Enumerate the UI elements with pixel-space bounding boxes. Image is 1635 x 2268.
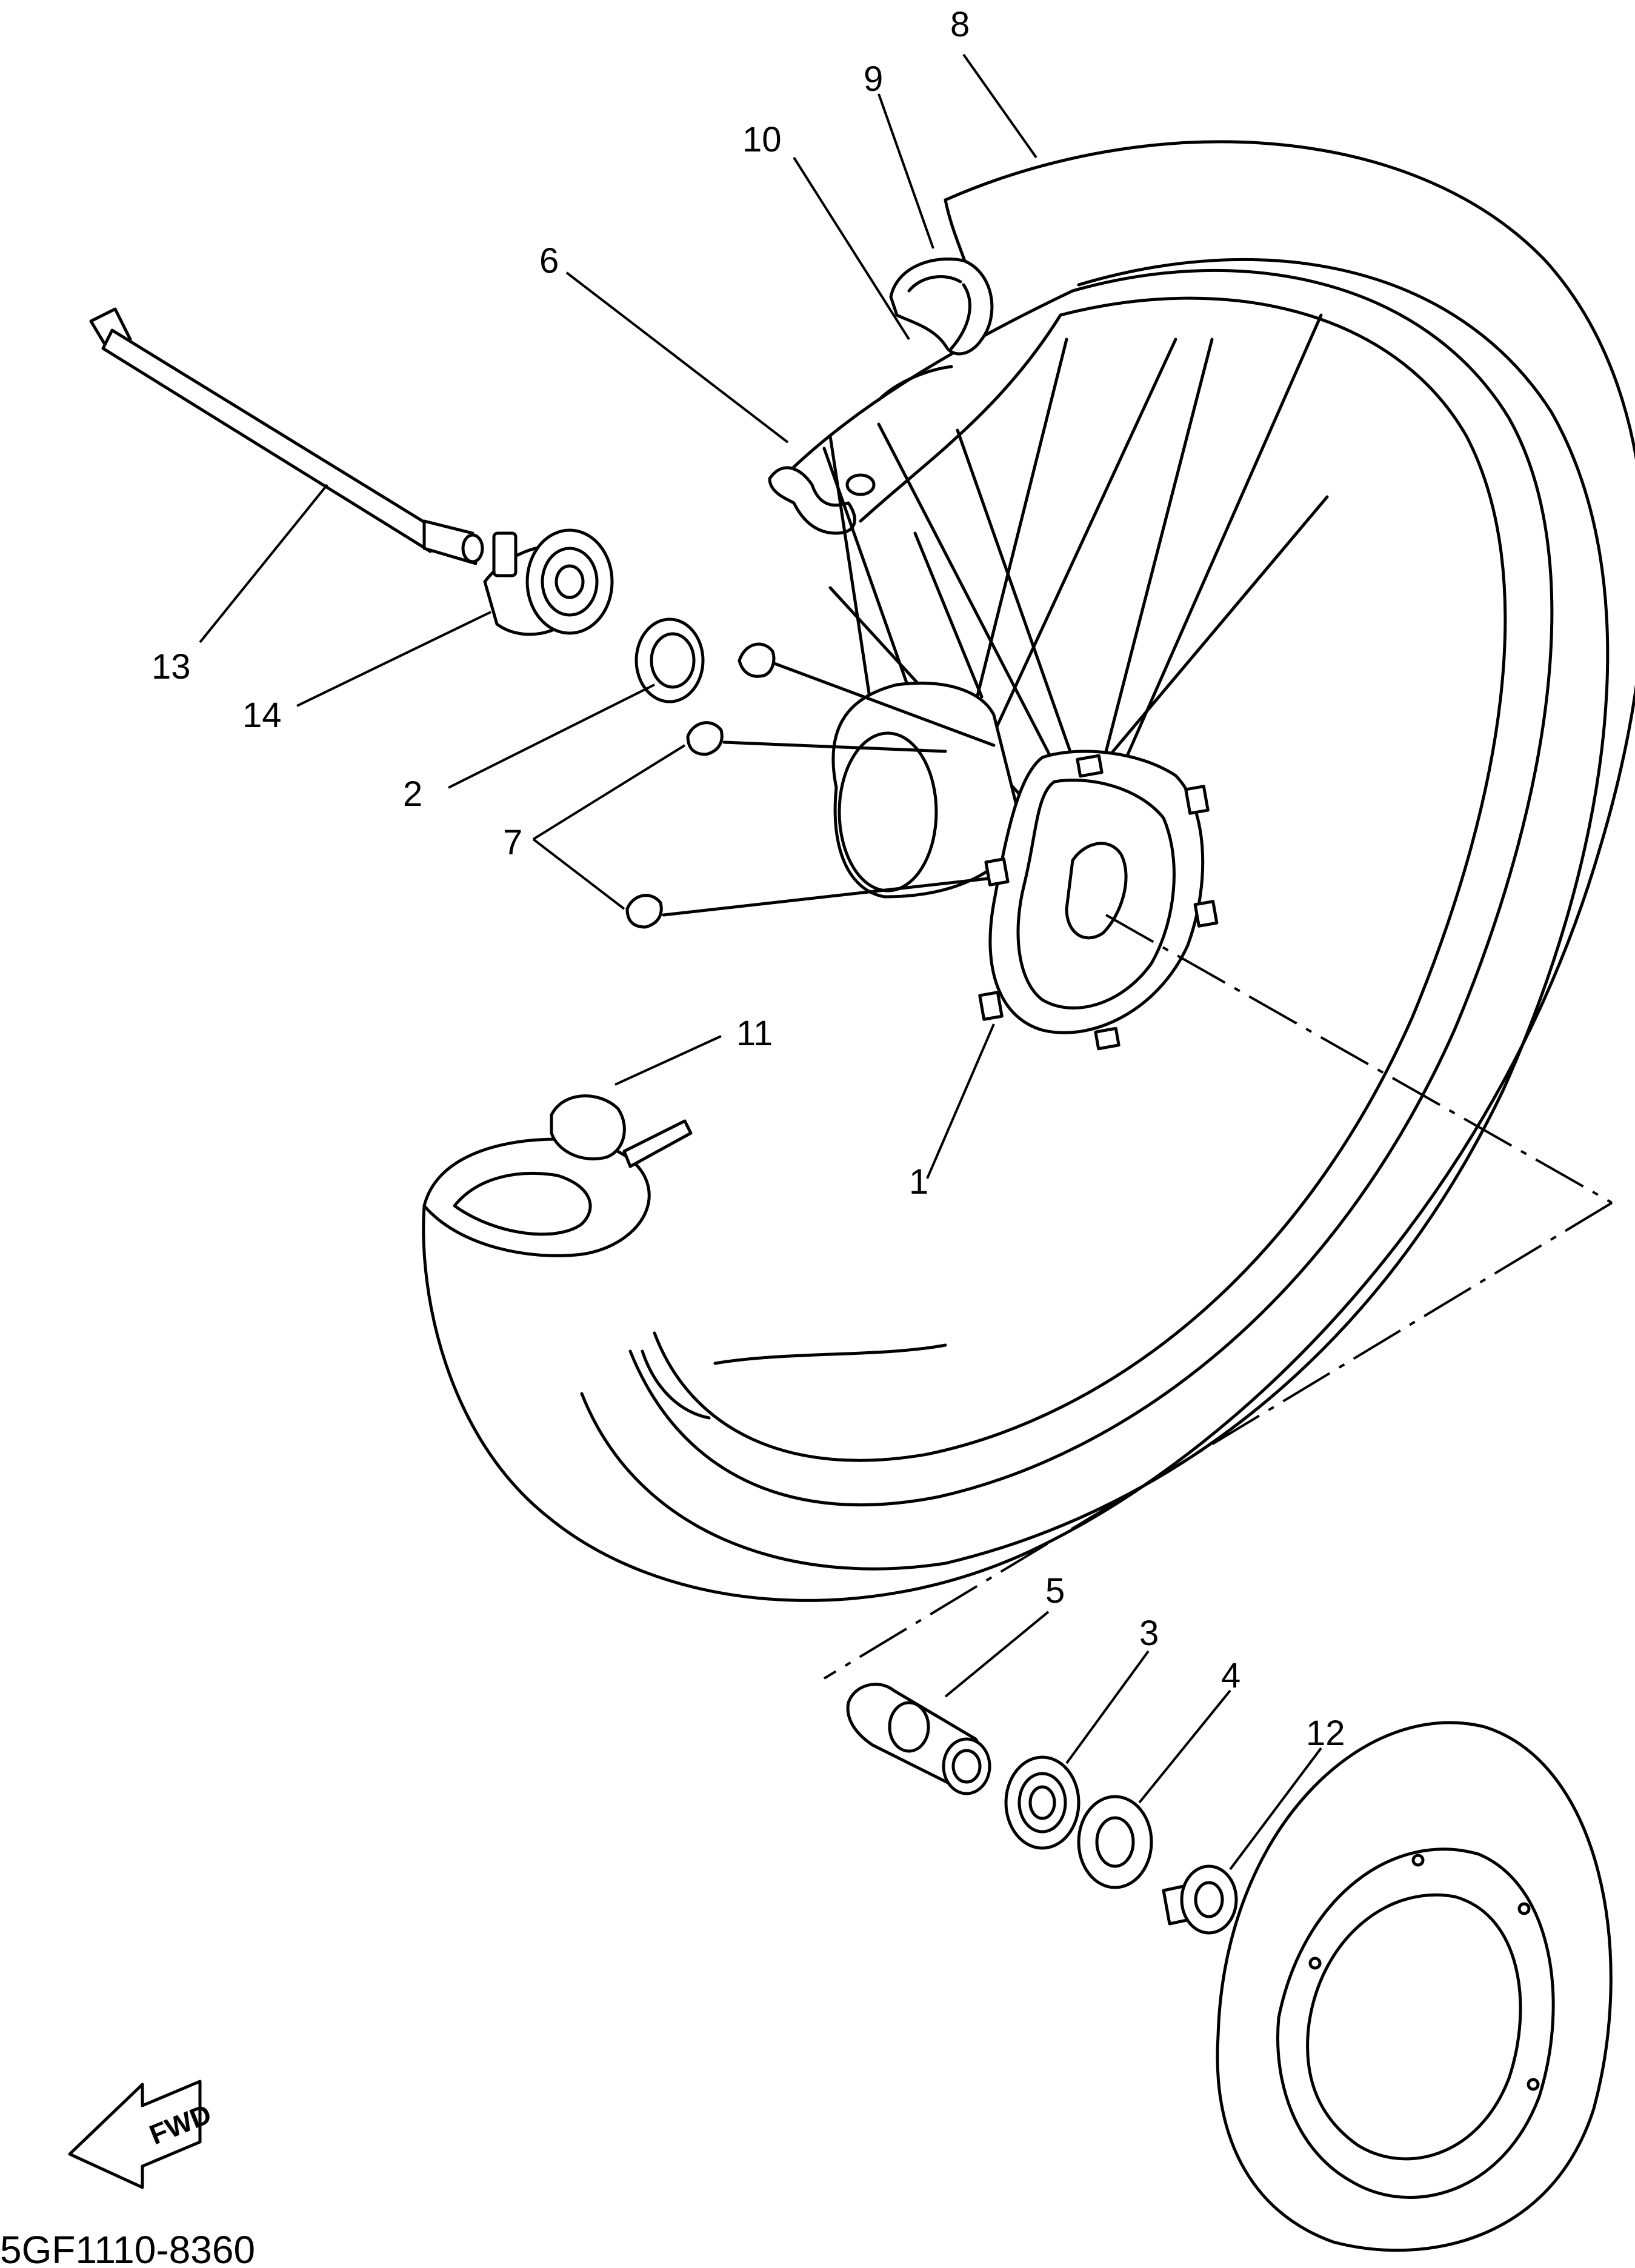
oil-seal xyxy=(1077,1795,1153,1889)
brake-disc xyxy=(1216,1721,1613,2252)
bearing-right xyxy=(1004,1755,1081,1850)
callout-10: 10 xyxy=(742,120,782,159)
callout-11: 11 xyxy=(736,1014,773,1053)
inner-tube xyxy=(422,1094,693,1257)
tube-section xyxy=(877,258,994,402)
callout-5: 5 xyxy=(1045,1571,1065,1611)
callout-4: 4 xyxy=(1221,1656,1240,1695)
rim xyxy=(628,268,1554,1507)
callout-9: 9 xyxy=(864,59,883,99)
bearing-left xyxy=(634,617,705,703)
spoke-nipples xyxy=(625,642,996,929)
callout-6: 6 xyxy=(539,241,559,281)
collar xyxy=(846,1683,991,1795)
callout-8: 8 xyxy=(950,5,970,44)
meter-gear xyxy=(483,528,614,636)
callout-7: 7 xyxy=(503,823,522,862)
hub xyxy=(831,682,1219,1051)
leader-lines xyxy=(199,53,1613,1871)
callout-14: 14 xyxy=(242,696,282,735)
axle xyxy=(89,307,484,565)
callout-13: 13 xyxy=(152,647,191,687)
fwd-arrow: FWD xyxy=(68,2080,216,2189)
callout-numbers: 8 9 10 6 13 14 2 7 11 1 5 3 4 12 xyxy=(152,5,1345,1753)
callout-12: 12 xyxy=(1306,1714,1345,1753)
diagram-code: 5GF1110-8360 xyxy=(0,2228,255,2268)
callout-2: 2 xyxy=(403,774,422,814)
bolt xyxy=(1162,1864,1238,1935)
callout-1: 1 xyxy=(909,1162,928,1202)
callout-3: 3 xyxy=(1139,1614,1159,1653)
